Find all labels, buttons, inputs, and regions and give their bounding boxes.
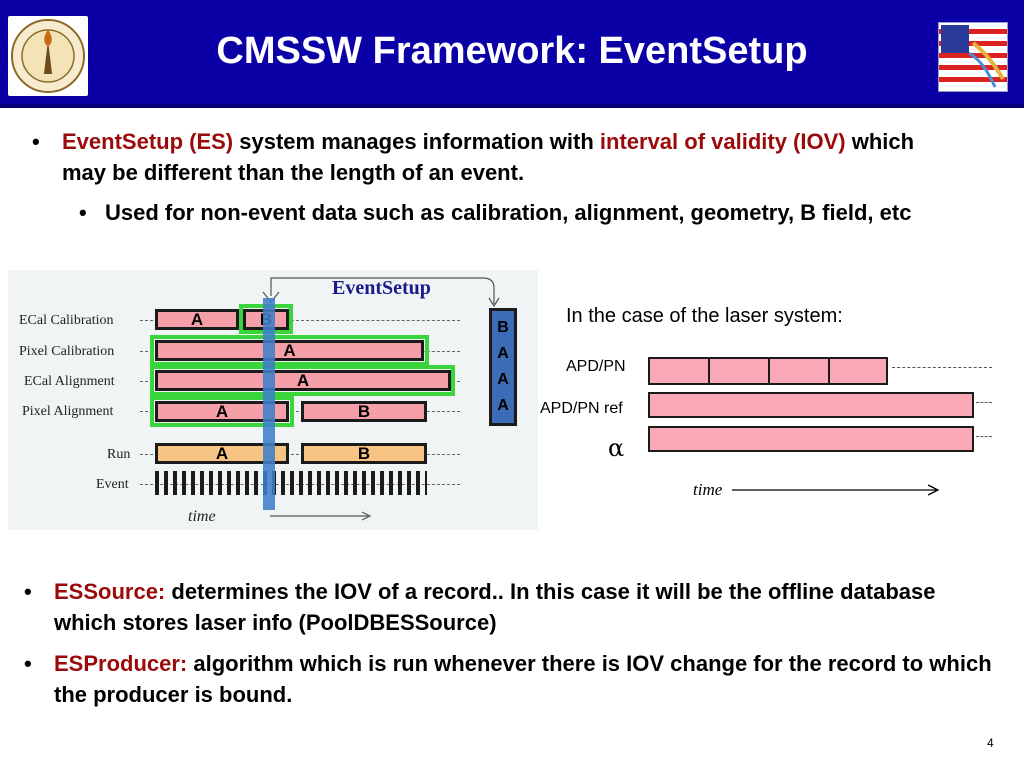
- row-label-apd-pn: APD/PN: [566, 358, 626, 375]
- iov-highlight: [150, 365, 455, 396]
- sub-bullet-text: Used for non-event data such as calibrat…: [105, 200, 912, 225]
- bullet-text: system manages information with: [233, 129, 600, 154]
- us-cms-logo: [938, 22, 1008, 92]
- iov-bar-run-a: A: [155, 443, 289, 464]
- row-label-run: Run: [107, 447, 131, 462]
- event-ticks: [155, 471, 427, 495]
- iov-bar-pixel-align-b: B: [301, 401, 427, 422]
- row-guide: [976, 436, 992, 437]
- laser-iov-bar: [708, 357, 770, 385]
- time-axis-label: time: [693, 480, 723, 499]
- title-bar: [0, 0, 1024, 108]
- bullet-esproducer: • ESProducer: algorithm which is run whe…: [24, 648, 1004, 710]
- page-number: 4: [987, 736, 994, 750]
- term-eventsetup: EventSetup (ES): [62, 129, 234, 154]
- laser-alpha-bar: [648, 426, 974, 452]
- sub-bullet-non-event-data: • Used for non-event data such as calibr…: [79, 197, 1005, 228]
- eventsetup-diagram-title: EventSetup: [332, 277, 431, 299]
- row-label-apd-pn-ref: APD/PN ref: [540, 400, 623, 417]
- term-esproducer: ESProducer:: [54, 651, 188, 676]
- es-record-item: A: [497, 371, 509, 388]
- row-label-ecal-alignment: ECal Alignment: [24, 374, 115, 389]
- es-record-item: A: [497, 345, 509, 362]
- bullet-dot: •: [24, 651, 32, 676]
- bullet-eventsetup: • EventSetup (ES) system manages informa…: [32, 126, 952, 188]
- bullet-text: algorithm which is run whenever there is…: [54, 651, 992, 707]
- row-guide: [140, 320, 460, 321]
- laser-system-title: In the case of the laser system:: [566, 305, 843, 327]
- eventsetup-record-column: B A A A: [489, 308, 517, 426]
- bullet-text: determines the IOV of a record.. In this…: [54, 579, 936, 635]
- term-iov: interval of validity (IOV): [599, 129, 846, 154]
- current-time-marker: [263, 298, 275, 510]
- row-guide: [140, 454, 460, 455]
- bullet-dot: •: [32, 129, 40, 154]
- time-axis-arrow: [732, 484, 940, 496]
- row-guide: [892, 367, 992, 368]
- iov-bar-pixel-cal-a: A: [155, 340, 424, 361]
- row-label-pixel-alignment: Pixel Alignment: [22, 404, 114, 419]
- es-record-item: A: [497, 397, 509, 414]
- bullet-essource: • ESSource: determines the IOV of a reco…: [24, 576, 984, 638]
- caltech-seal-icon: [11, 19, 85, 93]
- time-axis-label: time: [188, 508, 216, 525]
- iov-bar-pixel-align-a: A: [155, 401, 289, 422]
- laser-iov-bar: [828, 357, 888, 385]
- iov-bar-ecal-cal-a: A: [155, 309, 239, 330]
- title-bar-rule: [0, 104, 1024, 108]
- laser-ref-bar: [648, 392, 974, 418]
- caltech-seal-logo: [8, 16, 88, 96]
- row-label-ecal-calibration: ECal Calibration: [19, 313, 114, 328]
- iov-highlight: [150, 335, 429, 366]
- bullet-dot: •: [24, 579, 32, 604]
- row-guide: [140, 411, 460, 412]
- term-essource: ESSource:: [54, 579, 166, 604]
- iov-highlight: [150, 396, 294, 427]
- row-label-pixel-calibration: Pixel Calibration: [19, 344, 115, 359]
- es-record-item: B: [497, 319, 509, 336]
- page-title: CMSSW Framework: EventSetup: [216, 30, 808, 72]
- us-cms-flag-icon: [939, 23, 1007, 91]
- bullet-dot: •: [79, 200, 87, 225]
- bullet-text: which may be different than the length o…: [62, 129, 915, 185]
- laser-iov-bar: [768, 357, 830, 385]
- laser-iov-bar: [648, 357, 710, 385]
- alpha-symbol: α: [608, 434, 625, 462]
- iov-bar-run-b: B: [301, 443, 427, 464]
- iov-bar-ecal-align-a: A: [155, 370, 451, 391]
- row-guide: [976, 402, 992, 403]
- row-label-event: Event: [96, 477, 129, 492]
